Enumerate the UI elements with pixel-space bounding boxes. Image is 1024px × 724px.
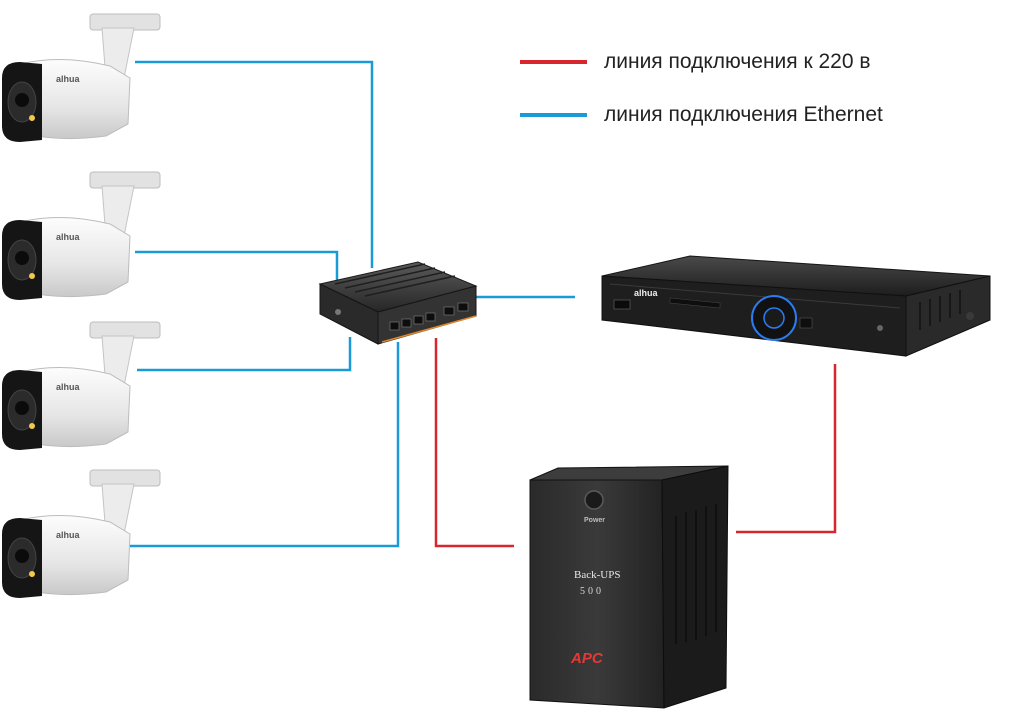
dvr-recorder-icon: alhua [601, 255, 991, 357]
ups-brand-label: APC [570, 650, 604, 667]
power-wire-switch [434, 338, 514, 548]
camera-brand: alhua [56, 232, 81, 242]
power-button-icon [584, 490, 604, 510]
ethernet-wire-camera-2 [135, 250, 339, 282]
ethernet-wires [130, 60, 575, 548]
camera-brand: alhua [56, 530, 81, 540]
camera-icon [1, 13, 161, 143]
ups-power-label: Power [584, 517, 605, 524]
camera-4: alhua [1, 469, 161, 599]
ups-model-label: Back-UPS [574, 569, 620, 581]
camera-brand: alhua [56, 382, 81, 392]
network-switch-icon [318, 261, 478, 345]
ethernet-wire-camera-1 [135, 60, 374, 268]
camera-brand: alhua [56, 74, 81, 84]
camera-icon [1, 171, 161, 301]
camera-2: alhua [1, 171, 161, 301]
legend: линия подключения к 220 в линия подключе… [520, 50, 883, 126]
power-wires [434, 338, 837, 548]
ups-icon: Power Back-UPS 500 APC [529, 465, 729, 709]
ethernet-wire-camera-4 [130, 342, 400, 548]
camera-icon [1, 469, 161, 599]
ups-capacity-label: 500 [580, 586, 604, 597]
power-line-label: линия подключения к 220 в [604, 50, 871, 73]
dvr-brand: alhua [634, 288, 659, 298]
camera-3: alhua [1, 321, 161, 451]
camera-icon [1, 321, 161, 451]
ethernet-wire-camera-3 [137, 337, 352, 372]
camera-1: alhua [1, 13, 161, 143]
ethernet-line-label: линия подключения Ethernet [604, 103, 883, 126]
power-wire-dvr [736, 364, 837, 534]
